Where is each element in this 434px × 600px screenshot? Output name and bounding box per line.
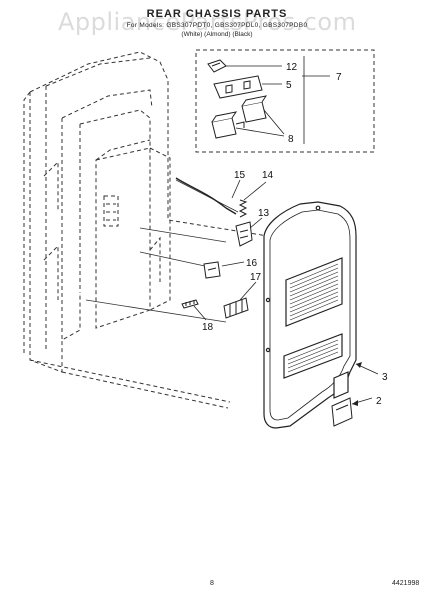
clip-part (207, 59, 227, 73)
callout-7: 7 (336, 72, 342, 83)
watermark: AppliancePartsPros.com (58, 8, 357, 36)
hinge-block-parts (211, 95, 268, 139)
diagram-title: REAR CHASSIS PARTS (146, 8, 288, 20)
callout-13: 13 (258, 208, 270, 219)
leader-lines (85, 179, 239, 323)
callout-14: 14 (262, 170, 274, 181)
document-number: 4421998 (392, 580, 420, 587)
callout-16: 16 (246, 258, 258, 269)
callout-8: 8 (288, 134, 294, 145)
callout-15: 15 (234, 170, 246, 181)
callout-5: 5 (286, 80, 292, 91)
connector-strip-part (223, 297, 249, 319)
bracket-part (235, 221, 253, 247)
range-body-outline (23, 51, 269, 409)
callout-3: 3 (382, 372, 388, 383)
wire-harness-part (175, 177, 237, 215)
model-numbers: For Models: GBS307PDT0, GBS307PDL0, GBS3… (126, 22, 308, 29)
callout-18: 18 (202, 322, 214, 333)
spring-part (238, 199, 248, 218)
callout-2: 2 (376, 396, 382, 407)
mounting-bracket-part (213, 75, 263, 99)
callout-17: 17 (250, 272, 262, 283)
callout-12: 12 (286, 62, 298, 73)
screw-part (181, 299, 199, 309)
rear-panel-part (263, 201, 357, 429)
cover-plate-part (331, 397, 353, 427)
terminal-block-part (203, 261, 221, 279)
model-colors: (White) (Almond) (Black) (181, 31, 253, 38)
page-number: 8 (210, 580, 214, 587)
